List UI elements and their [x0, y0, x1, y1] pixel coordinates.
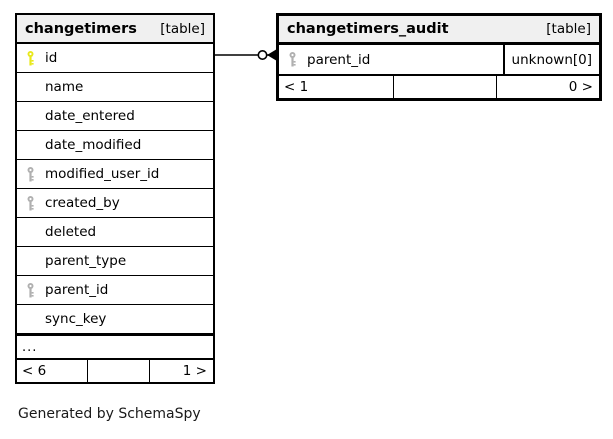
column-row-parent-id[interactable]: parent_id unknown[0] [279, 45, 599, 74]
column-row-parent-type[interactable]: parent_type [17, 247, 213, 276]
column-name: deleted [45, 224, 97, 240]
column-name: id [45, 50, 58, 66]
foreign-key-icon [17, 282, 43, 298]
footer-middle-cell [394, 76, 497, 98]
column-name: modified_user_id [45, 166, 160, 182]
column-row-id[interactable]: id [17, 44, 213, 73]
column-row-name[interactable]: name [17, 73, 213, 102]
column-row-date-entered[interactable]: date_entered [17, 102, 213, 131]
footer-middle-cell [88, 360, 151, 382]
column-name: created_by [45, 195, 120, 211]
column-name: date_modified [45, 137, 142, 153]
entity-kind-label: [table] [160, 20, 205, 37]
column-name: parent_type [45, 253, 127, 269]
column-name: date_entered [45, 108, 135, 124]
column-name: name [45, 79, 84, 95]
foreign-key-icon [17, 195, 43, 211]
foreign-key-icon [17, 166, 43, 182]
entity-kind-label: [table] [546, 21, 591, 37]
column-row-parent-id[interactable]: parent_id [17, 276, 213, 305]
column-name: parent_id [45, 282, 109, 298]
entity-footer: < 6 1 > [17, 358, 213, 382]
foreign-key-icon [279, 52, 305, 67]
diagram-caption: Generated by SchemaSpy [18, 406, 201, 422]
column-row-sync-key[interactable]: sync_key [17, 305, 213, 334]
more-columns-indicator: ... [17, 334, 213, 358]
column-row-created-by[interactable]: created_by [17, 189, 213, 218]
column-row-date-modified[interactable]: date_modified [17, 131, 213, 160]
entity-header: changetimers_audit [table] [279, 16, 599, 45]
relationship-connector-changetimers-to-audit [213, 38, 279, 72]
column-type: unknown[0] [502, 45, 599, 74]
column-name: parent_id [307, 51, 371, 68]
entity-table-changetimers-audit[interactable]: changetimers_audit [table] parent_id unk… [276, 13, 602, 101]
column-name: sync_key [45, 311, 107, 327]
entity-table-changetimers[interactable]: changetimers [table] id name date_entere… [15, 13, 215, 384]
zero-cardinality-circle [257, 50, 268, 60]
next-page-button[interactable]: 0 > [568, 79, 593, 95]
column-row-modified-user-id[interactable]: modified_user_id [17, 160, 213, 189]
next-page-button[interactable]: 1 > [182, 363, 207, 379]
entity-header: changetimers [table] [17, 15, 213, 44]
entity-title: changetimers_audit [287, 21, 449, 37]
entity-title: changetimers [25, 20, 137, 37]
primary-key-icon [17, 50, 43, 66]
column-row-deleted[interactable]: deleted [17, 218, 213, 247]
entity-footer: < 1 0 > [279, 74, 599, 98]
previous-page-button[interactable]: < 1 [279, 76, 395, 98]
previous-page-button[interactable]: < 6 [17, 360, 88, 382]
